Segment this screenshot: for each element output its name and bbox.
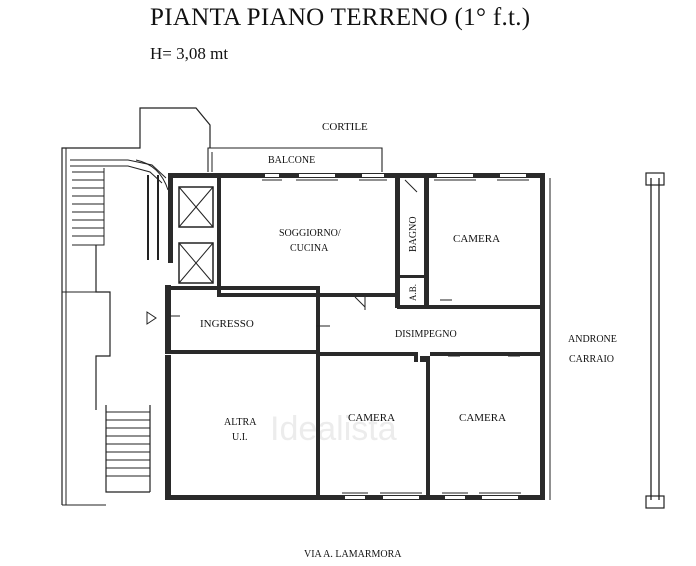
label-camera-top: CAMERA xyxy=(453,233,500,245)
street-name: VIA A. LAMARMORA xyxy=(304,549,402,560)
label-androne: ANDRONE xyxy=(568,334,617,345)
label-ui: U.I. xyxy=(232,432,248,443)
page-title: PIANTA PIANO TERRENO (1° f.t.) xyxy=(150,4,531,31)
label-ab: A.B. xyxy=(408,284,418,301)
label-cortile: CORTILE xyxy=(322,121,368,133)
label-cucina: CUCINA xyxy=(290,243,329,254)
apartment-walls xyxy=(165,173,545,500)
carriageway xyxy=(549,172,665,509)
label-bagno: BAGNO xyxy=(408,216,419,252)
ceiling-height: H= 3,08 mt xyxy=(150,44,229,63)
label-balcone: BALCONE xyxy=(268,155,315,166)
balcony xyxy=(207,147,383,172)
watermark: Idealista xyxy=(270,410,397,448)
label-camera-right: CAMERA xyxy=(459,412,506,424)
label-carraio: CARRAIO xyxy=(569,354,614,365)
stairwell xyxy=(61,107,211,506)
label-altra: ALTRA xyxy=(224,417,257,428)
label-soggiorno: SOGGIORNO/ xyxy=(279,228,341,239)
label-camera-left: CAMERA xyxy=(348,412,395,424)
label-disimpegno: DISIMPEGNO xyxy=(395,329,457,340)
label-ingresso: INGRESSO xyxy=(200,318,254,330)
